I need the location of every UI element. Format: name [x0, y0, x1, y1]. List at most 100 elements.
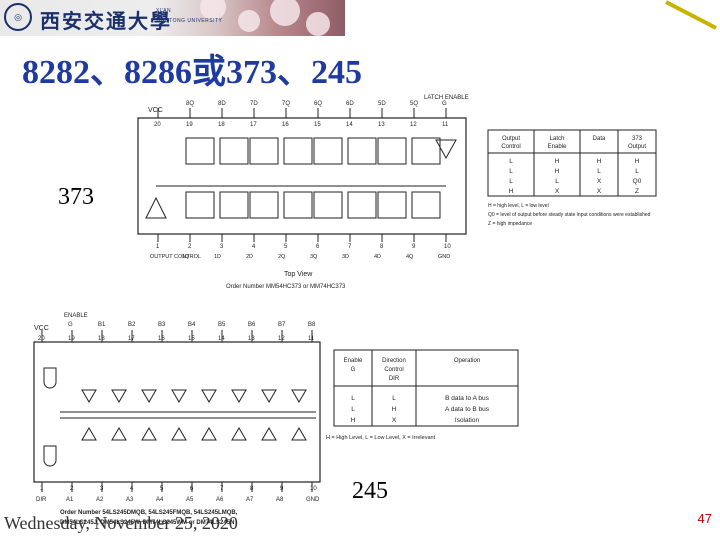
table-cell: L	[555, 178, 559, 185]
table-cell: L	[351, 395, 355, 402]
direction-gate-icon	[43, 445, 57, 467]
table-cell: X	[597, 178, 602, 185]
table-header: Control	[501, 144, 520, 150]
pin-label: G	[442, 101, 447, 107]
pin-label: B7	[278, 322, 286, 328]
chip-373-latch-enable-label: LATCH ENABLE	[424, 95, 469, 101]
pin-number: 3	[220, 244, 224, 250]
buffer-b-to-a-icon	[291, 389, 307, 403]
pin-number: 7	[348, 244, 352, 250]
pin-label: 4Q	[406, 254, 414, 260]
table-cell: L	[635, 168, 639, 175]
table-cell: L	[392, 395, 396, 402]
pin-number: 13	[378, 122, 385, 128]
pin-number: 15	[188, 336, 195, 342]
buffer-a-to-b-icon	[261, 427, 277, 441]
pin-label: B1	[98, 322, 106, 328]
truth-table-373-frame	[487, 129, 657, 197]
blossom-decoration	[270, 0, 300, 26]
table-cell: H	[351, 417, 356, 424]
pin-number: 13	[248, 336, 255, 342]
pin-number: 6	[316, 244, 320, 250]
pin-number: 8	[380, 244, 384, 250]
pin-label: B2	[128, 322, 136, 328]
buffer-b-to-a-icon	[171, 389, 187, 403]
latch-block	[377, 137, 407, 165]
latch-block	[249, 137, 279, 165]
chip-373-tag: 373	[58, 184, 94, 210]
table-cell: Isolation	[455, 417, 480, 424]
pin-number: 10	[310, 486, 317, 492]
buffer-a-to-b-icon	[171, 427, 187, 441]
pin-label: B6	[248, 322, 256, 328]
latch-block	[185, 191, 215, 219]
pin-label: A1	[66, 497, 74, 503]
pin-number: 18	[98, 336, 105, 342]
pin-label: 6Q	[314, 101, 322, 107]
pin-number: 11	[442, 122, 449, 128]
latch-enable-buffer-icon	[435, 139, 457, 160]
pin-number: 15	[314, 122, 321, 128]
table-header: G	[351, 367, 356, 373]
blossom-decoration	[200, 0, 226, 20]
pin-label: 7D	[250, 101, 258, 107]
buffer-b-to-a-icon	[231, 389, 247, 403]
pin-label: A3	[126, 497, 134, 503]
pin-label: 8Q	[186, 101, 194, 107]
pin-number: 19	[68, 336, 75, 342]
buffer-a-to-b-icon	[231, 427, 247, 441]
pin-label: GND	[438, 254, 450, 260]
pin-number: 20	[154, 122, 161, 128]
pin-label: GND	[306, 497, 320, 503]
table-cell: H	[597, 158, 602, 165]
table-header: 373	[632, 136, 643, 142]
table-header: Latch	[550, 136, 565, 142]
pin-number: 14	[218, 336, 225, 342]
chip-373-vcc-label: VCC	[148, 107, 163, 114]
truth-table-245-note: H = High Level, L = Low Level, X = Irrel…	[326, 435, 436, 441]
pin-label: 4D	[374, 254, 381, 260]
pin-number: 9	[280, 486, 284, 492]
buffer-a-to-b-icon	[141, 427, 157, 441]
pin-number: 4	[252, 244, 256, 250]
buffer-a-to-b-icon	[111, 427, 127, 441]
pin-number: 20	[38, 336, 45, 342]
chip-245-tag: 245	[352, 478, 388, 504]
pin-label: B5	[218, 322, 226, 328]
table-header: Enable	[344, 358, 363, 364]
table-cell: X	[555, 188, 560, 195]
pin-number: 17	[250, 122, 257, 128]
slide-title: 8282、8286或373、245	[22, 54, 362, 91]
chip-373-order-number: Order Number MM54HC373 or MM74HC373	[226, 284, 346, 290]
pin-label: A6	[216, 497, 224, 503]
pin-number: 9	[412, 244, 416, 250]
pin-label: 5Q	[410, 101, 418, 107]
university-seal-icon: ◎	[4, 3, 32, 31]
pin-number: 18	[218, 122, 225, 128]
pin-number: 17	[128, 336, 135, 342]
table-cell: H	[392, 406, 397, 413]
latch-block	[377, 191, 407, 219]
table-header: Operation	[454, 358, 480, 364]
chip-245-enable-label: ENABLE	[64, 313, 88, 319]
table-cell: X	[392, 417, 397, 424]
latch-block	[219, 191, 249, 219]
table-header: Data	[593, 136, 606, 142]
pin-label: 1Q	[182, 254, 190, 260]
latch-block	[283, 191, 313, 219]
pin-number: 3	[100, 486, 104, 492]
pin-number: 5	[284, 244, 288, 250]
header-banner: ◎ 西安交通大學 XI'AN JIAOTONG UNIVERSITY	[0, 0, 345, 36]
table-cell: L	[509, 168, 513, 175]
pin-label: B3	[158, 322, 166, 328]
blossom-decoration	[306, 12, 330, 36]
pin-label: 5D	[378, 101, 386, 107]
buffer-a-to-b-icon	[81, 427, 97, 441]
table-cell: L	[509, 178, 513, 185]
pin-label: 6D	[346, 101, 354, 107]
pin-number: 16	[282, 122, 289, 128]
footer-date: Wednesday, November 25, 2020	[4, 513, 238, 533]
